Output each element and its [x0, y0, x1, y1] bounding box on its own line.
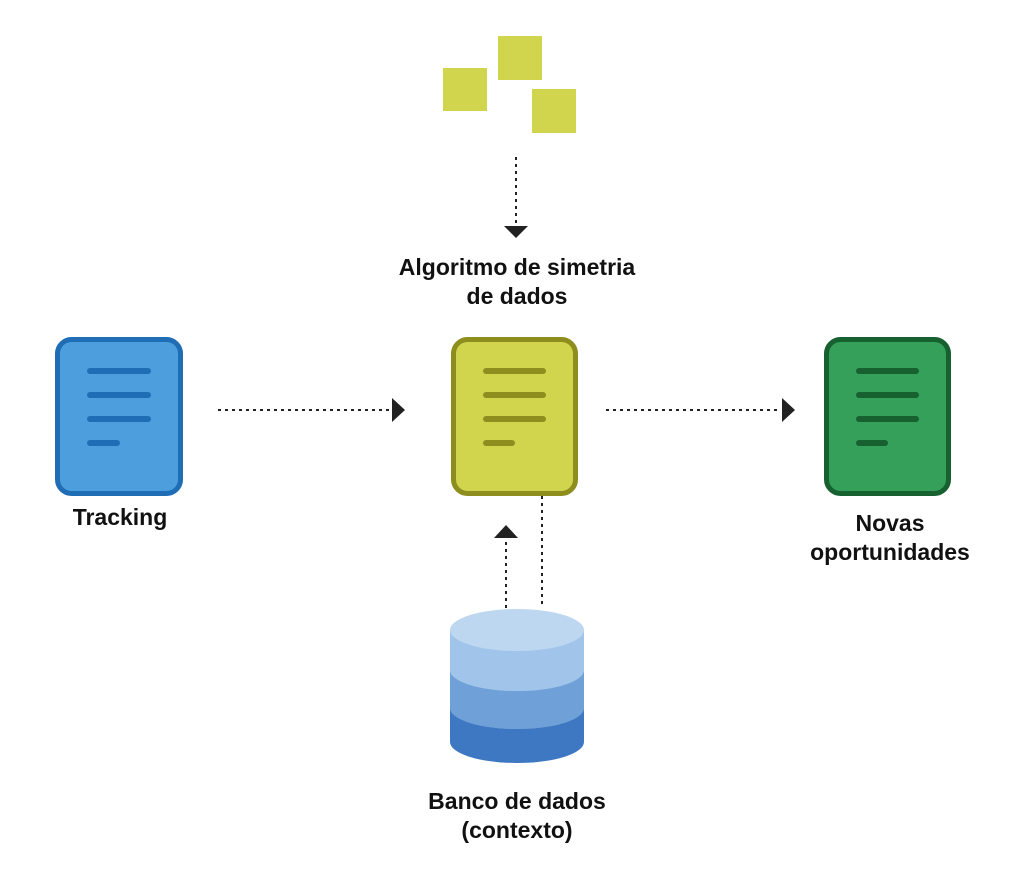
edge-algorithm-to-opportunities [606, 398, 795, 422]
edge-tracking-to-algorithm [218, 398, 405, 422]
sticky-notes-icon [443, 36, 576, 133]
opportunities-label-line1: Novas [855, 510, 925, 536]
arrowhead-right-icon [392, 398, 405, 422]
arrowhead-down-icon [504, 226, 528, 238]
arrowhead-right-icon [782, 398, 795, 422]
edge-notes-to-algorithm [504, 157, 528, 238]
opportunities-label-line2: oportunidades [810, 539, 970, 565]
algorithm-document-icon [451, 337, 578, 496]
edge-database-to-algorithm [494, 525, 518, 608]
opportunities-label: Novas oportunidades [770, 509, 1010, 567]
database-icon [450, 609, 584, 763]
sticky-note [498, 36, 542, 80]
opportunities-document-icon [824, 337, 951, 496]
sticky-note [443, 68, 487, 111]
database-label-line2: (contexto) [461, 817, 573, 843]
tracking-document-icon [55, 337, 183, 496]
database-label: Banco de dados (contexto) [367, 787, 667, 845]
tracking-label: Tracking [20, 503, 220, 532]
algorithm-label-line2: de dados [466, 283, 568, 309]
algorithm-label-line1: Algoritmo de simetria [398, 254, 636, 280]
sticky-note [532, 89, 576, 133]
algorithm-label: Algoritmo de simetria de dados [312, 253, 722, 311]
database-label-line1: Banco de dados [428, 788, 606, 814]
tracking-label-text: Tracking [72, 504, 168, 530]
arrowhead-up-icon [494, 525, 518, 538]
